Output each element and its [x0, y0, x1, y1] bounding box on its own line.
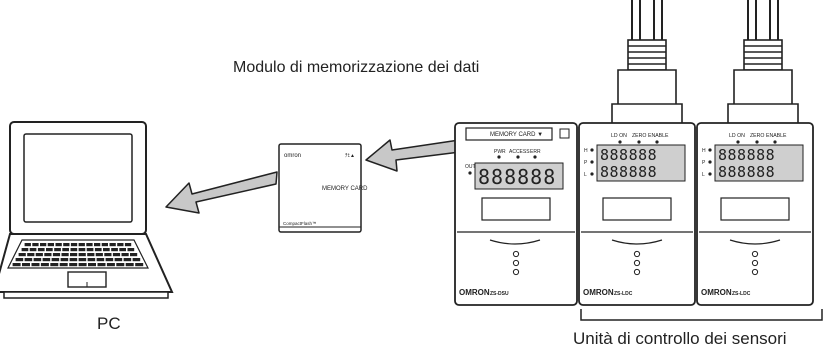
sensor-controller-1: LD ON ZERO ENABLE H P L 888888 888888 OM…: [578, 122, 696, 306]
data-storage-module-label: Modulo di memorizzazione dei dati: [233, 59, 480, 76]
card-text: MEMORY CARD: [322, 186, 368, 192]
ldc1-indicator-enable: ENABLE: [648, 133, 669, 139]
ldc1-model: ZS-LDC: [614, 291, 633, 297]
dsu-indicator-pwr: PWR: [494, 149, 506, 155]
sensor-cables: [631, 0, 779, 40]
sensor-controller-2: LD ON ZERO ENABLE H P L 888888 888888 OM…: [696, 122, 814, 306]
ldc1-display-bottom: 888888: [600, 163, 657, 181]
connector-1: [611, 39, 683, 125]
ldc2-indicator-zero: ZERO: [750, 133, 764, 139]
laptop-icon: [0, 121, 174, 299]
ldc2-brand: OMRON: [701, 288, 732, 297]
card-logo: CompactFlash™: [283, 221, 317, 226]
data-storage-unit: MEMORY CARD ▼ PWR ACCESS ERR OUT 888888 …: [454, 122, 578, 306]
memory-card-slot-label: MEMORY CARD ▼: [490, 132, 543, 138]
ldc2-display-top: 888888: [718, 146, 775, 164]
sensor-bracket: [580, 309, 823, 321]
connector-2: [727, 39, 799, 125]
ldc1-row-p: P: [584, 160, 588, 166]
dsu-model: ZS-DSU: [490, 291, 509, 297]
memory-card: omron ﾁﾋ▲ MEMORY CARD CompactFlash™: [278, 143, 368, 233]
ldc1-row-l: L: [584, 172, 587, 178]
ldc1-indicator-zero: ZERO: [632, 133, 646, 139]
ldc2-model: ZS-LDC: [732, 291, 751, 297]
dsu-indicator-access: ACCESS: [509, 149, 530, 155]
ldc2-row-h: H: [702, 148, 706, 154]
ldc2-display-bottom: 888888: [718, 163, 775, 181]
ldc1-row-h: H: [584, 148, 588, 154]
sensor-controllers-label: Unità di controllo dei sensori: [573, 329, 787, 348]
laptop-keyboard-keys: [12, 243, 144, 267]
arrow-card-to-pc: [165, 171, 278, 214]
arrow-module-to-card: [365, 138, 469, 172]
card-brand: omron: [284, 153, 301, 159]
dsu-brand: OMRON: [459, 288, 490, 297]
ldc2-indicator-ldon: LD ON: [729, 133, 745, 139]
dsu-out-label: OUT: [465, 164, 476, 170]
ldc1-display-top: 888888: [600, 146, 657, 164]
card-corner-mark: ﾁﾋ▲: [345, 153, 355, 159]
ldc1-indicator-ldon: LD ON: [611, 133, 627, 139]
pc-label: PC: [97, 314, 121, 333]
ldc1-brand: OMRON: [583, 288, 614, 297]
dsu-display: 888888: [478, 165, 556, 189]
ldc2-row-l: L: [702, 172, 705, 178]
ldc2-row-p: P: [702, 160, 706, 166]
dsu-indicator-err: ERR: [530, 149, 541, 155]
ldc2-indicator-enable: ENABLE: [766, 133, 787, 139]
